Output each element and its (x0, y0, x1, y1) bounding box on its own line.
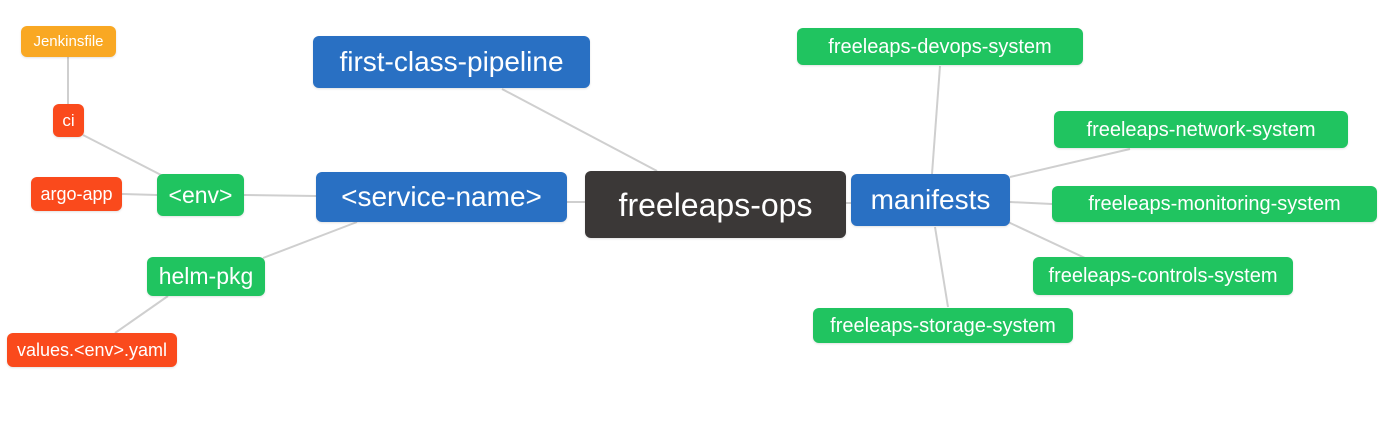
edge-helm-pkg-to-values-env-yaml (114, 295, 169, 334)
node-freeleaps-devops-system[interactable]: freeleaps-devops-system (797, 28, 1083, 65)
edge-manifests-to-freeleaps-controls-system (1007, 221, 1086, 259)
node-service-name[interactable]: <service-name> (316, 172, 567, 222)
node-freeleaps-network-system[interactable]: freeleaps-network-system (1054, 111, 1348, 148)
node-jenkinsfile[interactable]: Jenkinsfile (21, 26, 116, 57)
edge-ci-to-env (82, 134, 164, 177)
edge-argo-app-to-env (121, 193, 158, 196)
edge-manifests-to-freeleaps-devops-system (931, 65, 941, 175)
edge-first-class-pipeline-to-freeleaps-ops (501, 88, 658, 172)
edge-manifests-to-freeleaps-network-system (1009, 148, 1131, 178)
node-first-class-pipeline[interactable]: first-class-pipeline (313, 36, 590, 88)
edge-manifests-to-freeleaps-storage-system (934, 226, 949, 308)
node-manifests[interactable]: manifests (851, 174, 1010, 226)
node-freeleaps-storage-system[interactable]: freeleaps-storage-system (813, 308, 1073, 343)
edge-helm-pkg-to-service-name (262, 221, 358, 259)
node-ci[interactable]: ci (53, 104, 84, 137)
node-env[interactable]: <env> (157, 174, 244, 216)
node-helm-pkg[interactable]: helm-pkg (147, 257, 265, 296)
node-freeleaps-monitoring-system[interactable]: freeleaps-monitoring-system (1052, 186, 1377, 222)
node-freeleaps-controls-system[interactable]: freeleaps-controls-system (1033, 257, 1293, 295)
node-freeleaps-ops[interactable]: freeleaps-ops (585, 171, 846, 238)
node-argo-app[interactable]: argo-app (31, 177, 122, 211)
edge-manifests-to-freeleaps-monitoring-system (1009, 201, 1053, 205)
node-values-env-yaml[interactable]: values.<env>.yaml (7, 333, 177, 367)
edge-env-to-service-name (243, 194, 317, 197)
